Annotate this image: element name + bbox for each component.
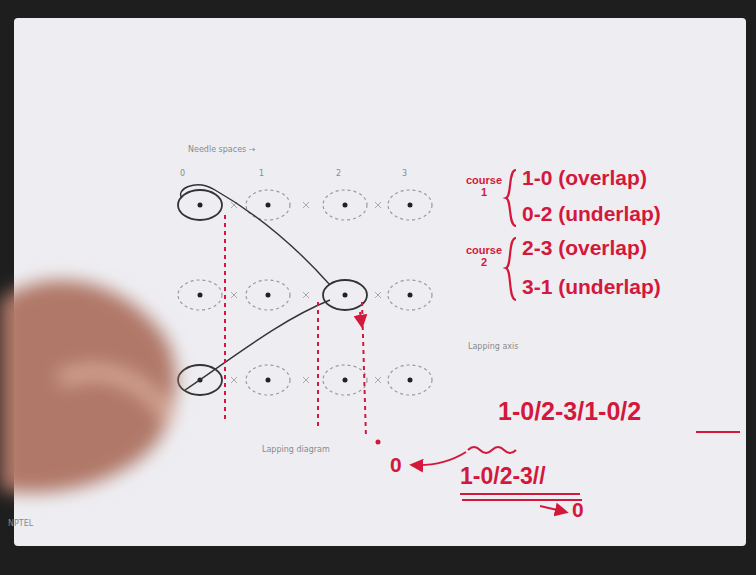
red-arrow (360, 312, 362, 326)
presenter-hand (0, 280, 176, 492)
lapping-note: 1-0 (overlap) (522, 166, 647, 189)
selected-loops (178, 190, 367, 395)
result-number: 0 (572, 498, 584, 521)
red-dot (376, 440, 381, 445)
column-number: 0 (180, 170, 185, 179)
column-number: 2 (336, 170, 341, 179)
lapping-notation: 1-0/2-3// (460, 464, 546, 489)
loop-grid (178, 190, 432, 395)
yarn-path (181, 185, 330, 390)
lapping-notation: 1-0/2-3/1-0/2 (498, 398, 641, 426)
axis-label: Needle spaces → (188, 146, 255, 155)
column-number: 3 (402, 170, 407, 179)
axis-label: Lapping axis (468, 343, 518, 352)
lapping-note: 2-3 (overlap) (522, 236, 647, 259)
result-number: 0 (390, 453, 402, 476)
guide-lines (225, 215, 366, 438)
course-brace (506, 170, 516, 300)
lapping-note: 3-1 (underlap) (522, 275, 661, 298)
needle-dots (198, 203, 413, 383)
column-number: 1 (259, 170, 264, 179)
lapping-note: 0-2 (underlap) (522, 202, 661, 225)
course-label: course 1 (464, 174, 504, 198)
watermark: NPTEL (8, 520, 33, 529)
course-label: course 2 (464, 244, 504, 268)
caption-label: Lapping diagram (262, 446, 330, 455)
cross-marks (231, 202, 381, 383)
